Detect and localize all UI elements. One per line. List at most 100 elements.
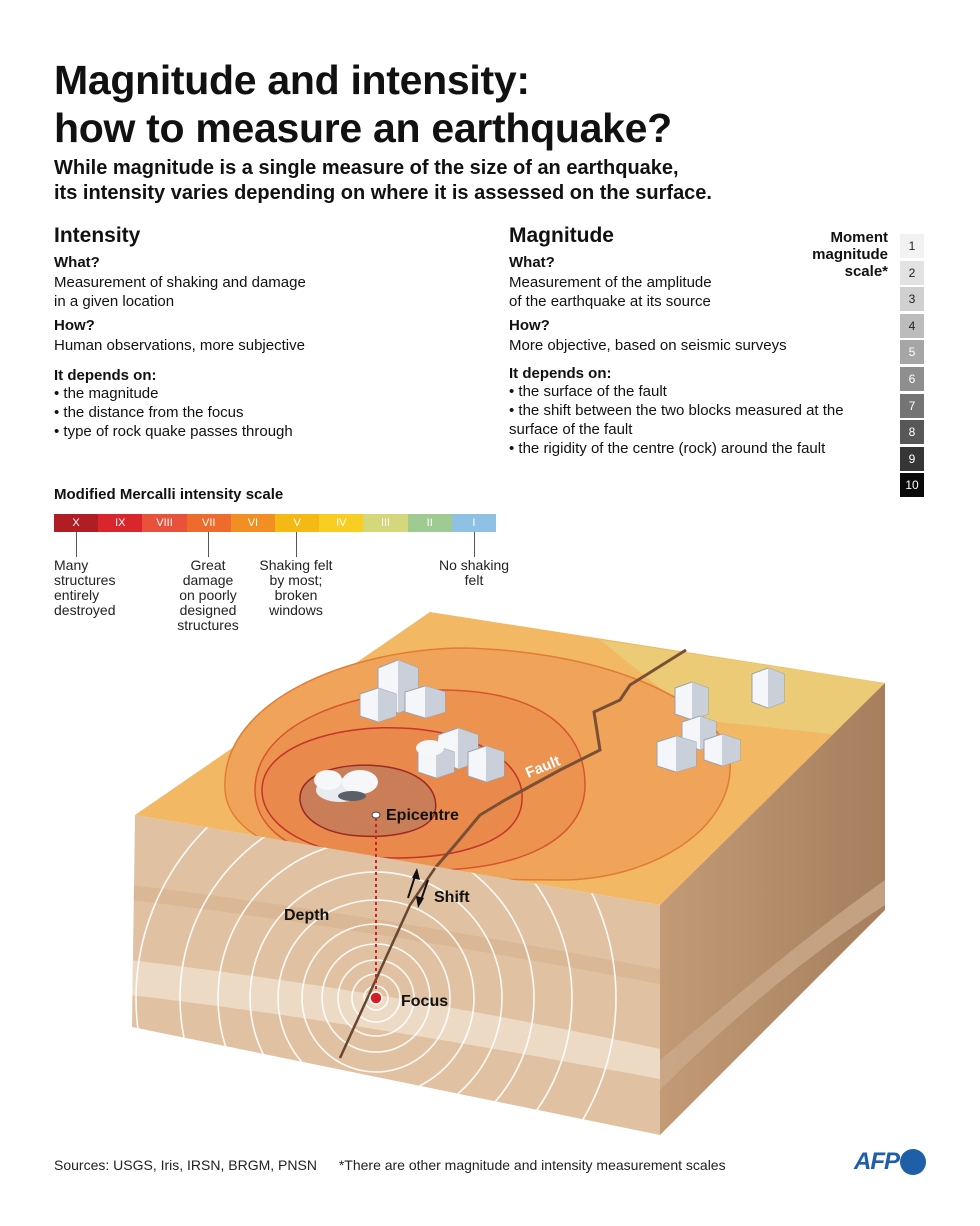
annotation-many-destroyed: Many structures entirely destroyed: [54, 558, 115, 618]
annotation-line: Many: [54, 557, 89, 573]
annotation-line: broken: [274, 587, 318, 603]
footer: Sources: USGS, Iris, IRSN, BRGM, PNSN *T…: [54, 1157, 726, 1173]
focus-point: [369, 991, 383, 1005]
building-icon: [656, 735, 697, 773]
annotation-line: by most;: [269, 572, 323, 588]
moment-scale-level: 2: [900, 260, 924, 285]
mercalli-level: II: [407, 514, 452, 532]
front-face: [132, 815, 660, 1135]
annotation-line: on poorly: [179, 587, 237, 603]
mercalli-level: III: [363, 514, 408, 532]
annotation-line: windows: [269, 602, 323, 618]
annotation-line: damage: [182, 572, 234, 588]
moment-scale-level: 8: [900, 420, 924, 445]
mercalli-level: VI: [230, 514, 276, 532]
annotation-line: Shaking felt: [259, 557, 333, 573]
fault-trace: [433, 648, 687, 869]
annotation-line: No shaking: [438, 557, 510, 573]
moment-scale-level: 5: [900, 340, 924, 365]
intensity-section: Intensity What? Measurement of shaking a…: [54, 224, 474, 441]
building-icon: [703, 733, 741, 767]
annotation-line: designed: [179, 602, 237, 618]
mercalli-level: I: [451, 514, 497, 532]
shift-arrowhead-down-icon: [416, 896, 424, 908]
annotation-line: destroyed: [54, 602, 116, 618]
buildings-intact: [656, 667, 785, 773]
logo-text: AFP: [854, 1148, 900, 1175]
subtitle-line-1: While magnitude is a single measure of t…: [54, 157, 679, 179]
annotation-line: felt: [464, 572, 484, 588]
list-item: the magnitude: [54, 384, 474, 403]
moment-scale-level: 6: [900, 366, 924, 391]
rock-layer-light: [132, 960, 660, 1080]
intensity-what-line-1: Measurement of shaking and damage: [54, 274, 306, 291]
annotation-no-shaking: No shaking felt: [424, 558, 524, 588]
annotation-line: Great: [190, 557, 226, 573]
intensity-how-label: How?: [54, 317, 95, 334]
annotation-great-damage: Great damage on poorly designed structur…: [168, 558, 248, 633]
annotation-leader: [208, 532, 209, 557]
intensity-what-line-2: in a given location: [54, 293, 175, 310]
mercalli-level: IX: [98, 514, 143, 532]
moment-scale-title-line-2: magnitude: [812, 246, 888, 263]
footnote-text: *There are other magnitude and intensity…: [338, 1157, 726, 1173]
moment-scale-level: 9: [900, 446, 924, 471]
annotation-leader: [76, 532, 77, 557]
annotation-line: structures: [54, 572, 116, 588]
magnitude-how-text: More objective, based on seismic surveys: [509, 337, 787, 354]
buildings-damaged: [314, 659, 505, 802]
moment-scale-title: Moment magnitude scale*: [778, 229, 888, 280]
magnitude-what-label: What?: [509, 254, 555, 271]
moment-scale-level: 3: [900, 287, 924, 312]
moment-scale-level: 1: [900, 234, 924, 258]
afp-logo: AFP: [854, 1148, 926, 1176]
magnitude-what-line-1: Measurement of the amplitude: [509, 274, 712, 291]
moment-scale-title-line-3: scale*: [844, 263, 888, 280]
intensity-depends-list: the magnitude the distance from the focu…: [54, 384, 474, 441]
title-line-2: how to measure an earthquake?: [54, 105, 672, 151]
mercalli-level: X: [54, 514, 99, 532]
annotation-leader: [296, 532, 297, 557]
rubble-cloud-icon: [314, 770, 378, 802]
intensity-what-label: What?: [54, 254, 100, 271]
moment-scale-level: 7: [900, 393, 924, 418]
magnitude-what-line-2: of the earthquake at its source: [509, 293, 711, 310]
subtitle-line-2: its intensity varies depending on where …: [54, 182, 712, 204]
logo-dot-icon: [900, 1149, 926, 1175]
building-icon: [359, 687, 397, 723]
moment-scale-level: 10: [900, 473, 924, 498]
list-item: the distance from the focus: [54, 403, 474, 422]
page-title: Magnitude and intensity: how to measure …: [54, 56, 672, 152]
list-item: the surface of the fault: [509, 382, 879, 401]
moment-scale-level: 4: [900, 313, 924, 338]
magnitude-section: Magnitude What? Measurement of the ampli…: [509, 224, 879, 458]
subtitle: While magnitude is a single measure of t…: [54, 156, 854, 206]
dust-cloud-icon: [416, 733, 458, 756]
fault-plane: [338, 867, 437, 1059]
mercalli-title: Modified Mercalli intensity scale: [54, 486, 284, 503]
magnitude-how-label: How?: [509, 317, 550, 334]
outer-intensity-zone: [600, 640, 885, 735]
list-item: the shift between the two blocks measure…: [509, 401, 879, 439]
annotation-line: entirely: [54, 587, 100, 603]
magnitude-depends-list: the surface of the fault the shift betwe…: [509, 382, 879, 458]
list-item: the rigidity of the centre (rock) around…: [509, 439, 879, 458]
intensity-how-text: Human observations, more subjective: [54, 337, 305, 354]
building-icon: [404, 685, 446, 719]
magnitude-heading: Magnitude: [509, 224, 614, 247]
epicentre-point: [371, 811, 381, 819]
building-icon: [417, 745, 455, 779]
mercalli-level: V: [275, 514, 320, 532]
depth-label: Depth: [284, 907, 329, 924]
moment-scale-title-line-1: Moment: [830, 229, 889, 246]
annotation-line: structures: [177, 617, 239, 633]
intensity-heading: Intensity: [54, 224, 141, 247]
mercalli-level: IV: [319, 514, 364, 532]
epicentre-label: Epicentre: [386, 807, 459, 824]
focus-label: Focus: [401, 993, 448, 1010]
mercalli-level: VIII: [142, 514, 187, 532]
side-rock-layer: [660, 880, 885, 1090]
